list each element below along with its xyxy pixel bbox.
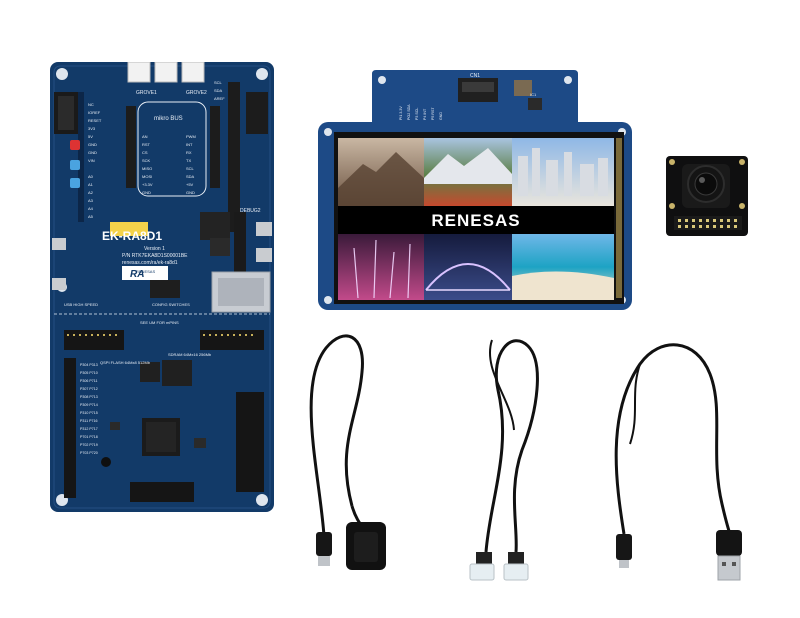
svg-text:P703 P720: P703 P720 [80, 451, 98, 455]
svg-text:P312 P717: P312 P717 [80, 427, 98, 431]
rj45-plug-left [469, 563, 495, 581]
svg-text:AREF: AREF [214, 96, 225, 101]
svg-text:A0: A0 [88, 174, 94, 179]
rj45-plug-right [503, 563, 529, 581]
ek-ra8d1-board: GROVE1 GROVE2 mikro BUS NC IOREF RESET 3V3… [50, 62, 274, 512]
board-part-number: P/N RTK7EKA8D1S00001BE [122, 253, 188, 259]
config-switches-label: CONFIG SWITCHES [152, 302, 190, 307]
board-brand-small: RENESAS [136, 269, 155, 274]
usb-a-to-micro-usb-cable [614, 343, 742, 581]
side-label-4: P5 RST [431, 107, 435, 120]
side-label-1: PO2 SDA [407, 104, 411, 120]
grove2-label: GROVE2 [186, 90, 207, 96]
micro-usb-plug [318, 556, 330, 566]
svg-text:+5V: +5V [186, 182, 194, 187]
svg-text:A5: A5 [88, 214, 94, 219]
qspi-label: QSPI FLASH 64Mx8 512Mb [100, 360, 151, 365]
svg-text:GND: GND [88, 142, 97, 147]
svg-text:P307 P712: P307 P712 [80, 387, 98, 391]
svg-text:NC: NC [88, 102, 94, 107]
svg-text:+3.3V: +3.3V [142, 182, 153, 187]
svg-text:P304 P313: P304 P313 [80, 363, 98, 367]
svg-text:5V: 5V [88, 134, 93, 139]
board-model-label: EK-RA8D1 [102, 229, 162, 243]
side-label-5: GND [439, 112, 443, 120]
svg-text:P311 P716: P311 P716 [80, 419, 98, 423]
svg-text:SDA: SDA [214, 88, 223, 93]
svg-text:RST: RST [142, 142, 151, 147]
svg-text:A2: A2 [88, 190, 94, 195]
grove1-connector [127, 62, 151, 83]
svg-text:VIN: VIN [88, 158, 95, 163]
usb-high-speed-label: USB HIGH SPEED [64, 302, 98, 307]
camera-pin-header [674, 216, 742, 230]
connector-label: CN1 [470, 73, 480, 79]
svg-text:SCL: SCL [214, 80, 223, 85]
side-label-3: P4 INT [423, 108, 427, 120]
see-um-label: SEE UM FOR mPINS [140, 320, 179, 325]
grove2-connector [181, 62, 205, 83]
svg-text:3V3: 3V3 [88, 126, 96, 131]
micro-usb-plug-2 [619, 560, 629, 568]
board-url: renesas.com/ra/ek-ra8d1 [122, 260, 178, 266]
svg-text:MISO: MISO [142, 166, 152, 171]
svg-text:CS: CS [142, 150, 148, 155]
mikrobus-label: mikro BUS [154, 116, 183, 122]
svg-text:RESET: RESET [88, 118, 102, 123]
debug-label: DEBUG2 [240, 208, 261, 214]
svg-text:P701 P718: P701 P718 [80, 435, 98, 439]
photo-tile-fountain [338, 234, 424, 300]
display-logo: RENESAS [431, 211, 520, 230]
svg-text:GND: GND [88, 150, 97, 155]
svg-text:GND: GND [142, 190, 151, 195]
display-module: CN1 IC1 PI1 3.3V PO2 SDA P3 SCL P4 INT P… [318, 70, 632, 310]
svg-text:SDA: SDA [186, 174, 195, 179]
ra-logo: RA [130, 269, 144, 280]
svg-text:RX: RX [186, 150, 192, 155]
svg-text:A1: A1 [88, 182, 94, 187]
ethernet-cable [469, 339, 539, 581]
ic-label: IC1 [530, 92, 537, 97]
side-label-2: P3 SCL [415, 108, 419, 120]
svg-text:PWM: PWM [186, 134, 196, 139]
svg-text:SCL: SCL [186, 166, 195, 171]
svg-text:P305 P710: P305 P710 [80, 371, 98, 375]
svg-text:P309 P714: P309 P714 [80, 403, 98, 407]
svg-text:A3: A3 [88, 198, 94, 203]
photo-tile-skyline [512, 138, 614, 206]
camera-module [666, 156, 748, 236]
grove1-label: GROVE1 [136, 90, 157, 96]
svg-text:GND: GND [186, 190, 195, 195]
screen-banner [338, 206, 614, 234]
svg-text:P310 P715: P310 P715 [80, 411, 98, 415]
board-version: Version 1 [144, 246, 165, 252]
micro-usb-otg-cable [309, 334, 386, 570]
svg-text:P308 P713: P308 P713 [80, 395, 98, 399]
side-label-0: PI1 3.3V [399, 106, 403, 120]
svg-text:INT: INT [186, 142, 193, 147]
usb-a-male-plug [717, 555, 741, 581]
svg-text:A4: A4 [88, 206, 94, 211]
svg-text:MOSI: MOSI [142, 174, 152, 179]
svg-text:IOREF: IOREF [88, 110, 101, 115]
sdram-label: SDRAM 64Mx16 256Mb [168, 352, 212, 357]
svg-text:TX: TX [186, 158, 191, 163]
svg-text:SCK: SCK [142, 158, 151, 163]
svg-text:P702 P719: P702 P719 [80, 443, 98, 447]
photo-tile-harbour-bridge [424, 234, 512, 300]
svg-text:P306 P711: P306 P711 [80, 379, 98, 383]
svg-text:AN: AN [142, 134, 148, 139]
